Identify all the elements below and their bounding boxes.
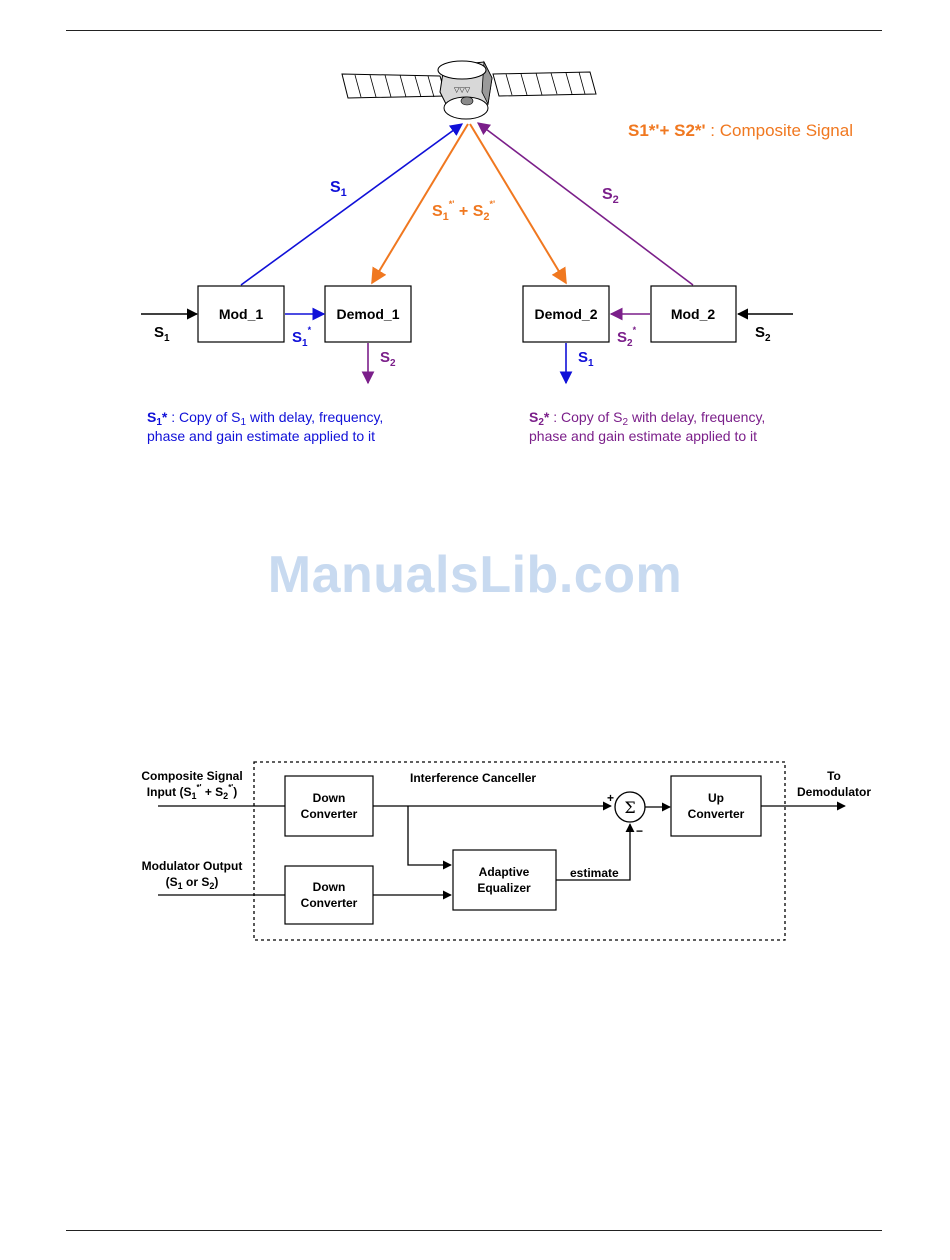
uplink-s1-label: S1 xyxy=(330,179,347,199)
note-s1-line2: phase and gain estimate applied to it xyxy=(147,428,375,444)
interference-canceller-diagram: Interference Canceller Composite Signal … xyxy=(141,761,871,941)
copy-s1-label: S1* xyxy=(292,325,312,349)
modulator-output-line1: Modulator Output xyxy=(142,859,243,873)
top-rule xyxy=(66,30,882,31)
adaptive-equalizer-line1: Adaptive xyxy=(479,865,530,879)
canceller-boundary xyxy=(253,761,786,941)
down-converter-2-line2: Converter xyxy=(301,896,358,910)
to-demodulator-line1: To xyxy=(827,769,841,783)
demod-2-label: Demod_2 xyxy=(534,306,597,322)
canceller-label: Interference Canceller xyxy=(410,771,536,785)
composite-input-line1: Composite Signal xyxy=(141,769,242,783)
composite-input-line2: Input (S1*' + S2*') xyxy=(147,783,237,801)
uplink-s1-arrow xyxy=(240,123,464,286)
demod-1-label: Demod_1 xyxy=(336,306,399,322)
input-s2-label: S2 xyxy=(755,324,771,344)
up-converter-line2: Converter xyxy=(688,807,745,821)
input-s1-label: S1 xyxy=(154,324,170,344)
demod-1-box xyxy=(324,285,412,343)
note-s1-line1: S1* : Copy of S1 with delay, frequency, xyxy=(147,409,383,428)
mod-1-label: Mod_1 xyxy=(219,306,264,322)
estimate-label: estimate xyxy=(570,866,619,880)
down-converter-1-box xyxy=(284,775,374,837)
satellite-icon: ▽▽▽ xyxy=(341,60,597,120)
note-s2-line1: S2* : Copy of S2 with delay, frequency, xyxy=(529,409,765,428)
mod-2-box xyxy=(650,285,737,343)
plus-sign: + xyxy=(607,791,614,805)
uplink-s2-label: S2 xyxy=(602,186,619,206)
estimate-arrow xyxy=(556,823,635,881)
down-converter-2-box xyxy=(284,865,374,925)
to-demodulator-line2: Demodulator xyxy=(797,785,871,799)
downlink-composite-label: S1*' + S2*' xyxy=(432,199,495,223)
down-converter-2-line1: Down xyxy=(313,880,346,894)
adaptive-equalizer-box xyxy=(452,849,557,911)
svg-text:▽▽▽: ▽▽▽ xyxy=(454,87,471,94)
satellite-link-diagram: ▽▽▽ S1*'+ S2*' : Composite Signal S1 S2 … xyxy=(141,60,853,444)
up-converter-line1: Up xyxy=(708,791,724,805)
minus-sign: − xyxy=(636,824,643,838)
demod-2-box xyxy=(522,285,610,343)
mod-2-label: Mod_2 xyxy=(671,306,716,322)
composite-signal-legend: S1*'+ S2*' : Composite Signal xyxy=(628,121,853,140)
tap-to-equalizer-arrow xyxy=(407,806,452,870)
copy-s2-label: S2* xyxy=(617,325,637,349)
down-converter-1-line1: Down xyxy=(313,791,346,805)
modulator-output-line2: (S1 or S2) xyxy=(166,875,219,891)
output-s1-label: S1 xyxy=(578,349,594,369)
note-s2-line2: phase and gain estimate applied to it xyxy=(529,428,757,444)
downlink-right-arrow xyxy=(469,123,567,285)
output-s2-label: S2 xyxy=(380,349,396,369)
bottom-rule xyxy=(66,1230,882,1231)
adaptive-equalizer-line2: Equalizer xyxy=(477,881,531,895)
uplink-s2-arrow xyxy=(476,122,694,286)
up-converter-box xyxy=(670,775,762,837)
downlink-left-arrow xyxy=(371,123,469,285)
watermark: ManualsLib.com xyxy=(267,546,683,604)
down-converter-1-line2: Converter xyxy=(301,807,358,821)
sigma-symbol: Σ xyxy=(624,798,635,817)
mod-1-box xyxy=(197,285,285,343)
